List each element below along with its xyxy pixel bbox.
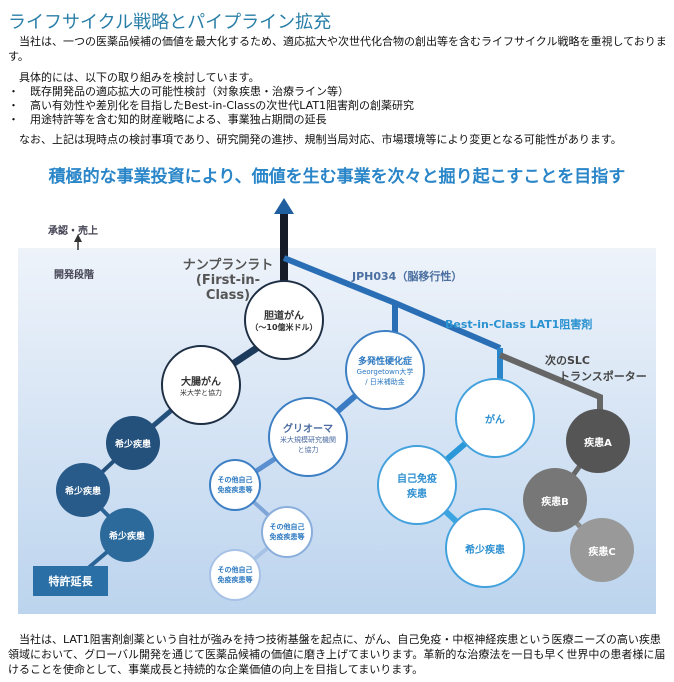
axis-top-label: 承認・売上 bbox=[48, 226, 98, 237]
node-autoimmune: 自己免疫疾患 bbox=[377, 445, 457, 525]
node-rare-disease-best: 希少疾患 bbox=[445, 508, 525, 588]
node-disease-c: 疾患C bbox=[570, 518, 634, 582]
branch-slc-line1: 次のSLC bbox=[545, 354, 591, 367]
node-other-autoimmune: その他自己免疫疾患等 bbox=[261, 506, 313, 558]
node-disease-b: 疾患B bbox=[523, 468, 587, 532]
trunk-arrow-head bbox=[274, 198, 294, 214]
note-text: なお、上記は現時点の検討事項であり、研究開発の進捗、規制当局対応、市場環境等によ… bbox=[8, 133, 622, 146]
branch-main-label: ナンプランラト bbox=[182, 258, 274, 273]
banner-headline: 積極的な事業投資により、価値を生む事業を次々と掘り起こすことを目指す bbox=[48, 167, 626, 187]
axis-arrow-head bbox=[74, 234, 82, 242]
branch-slc-line2: トランスポーター bbox=[559, 370, 647, 383]
node-biliary-cancer: 胆道がん（～10億米ドル） bbox=[244, 280, 324, 360]
closing-text: 当社は、LAT1阻害剤創薬という自社が強みを持つ技術基盤を起点に、がん、自己免疫… bbox=[8, 633, 666, 676]
bullet: ・ 既存開発品の適応拡大の可能性検討（対象疾患・治療ライン等） bbox=[8, 85, 349, 98]
node-other-autoimmune: その他自己免疫疾患等 bbox=[209, 459, 261, 511]
bullet: ・ 高い有効性や差別化を目指したBest-in-Classの次世代LAT1阻害剤… bbox=[8, 99, 415, 112]
slc-line bbox=[498, 352, 603, 410]
axis-bottom-label: 開発段階 bbox=[54, 270, 94, 281]
branch-first-in-class: ナンプランラト (First-in-Class) bbox=[178, 254, 278, 303]
node-other-autoimmune: その他自己免疫疾患等 bbox=[209, 549, 261, 601]
node-rare-disease: 希少疾患 bbox=[100, 508, 154, 562]
branch-main-sub: (First-in-Class) bbox=[195, 273, 261, 303]
node-cancer: がん bbox=[455, 378, 535, 458]
node-colorectal-cancer: 大腸がん米大学と協力 bbox=[161, 345, 241, 425]
branch-best-label: Best-in-Class LAT1阻害剤 bbox=[445, 318, 593, 331]
node-disease-a: 疾患A bbox=[566, 409, 630, 473]
node-rare-disease: 希少疾患 bbox=[56, 463, 110, 517]
intro-text: 当社は、一つの医薬品候補の価値を最大化するため、適応拡大や次世代化合物の創出等を… bbox=[8, 35, 667, 63]
branch-jph-label: JPH034（脳移行性） bbox=[352, 270, 463, 283]
lead-text: 具体的には、以下の取り組みを検討しています。 bbox=[8, 71, 260, 84]
page-title: ライフサイクル戦略とパイプライン拡充 bbox=[8, 12, 332, 33]
bullet: ・ 用途特許等を含む知的財産戦略による、事業独占期間の延長 bbox=[8, 113, 327, 126]
node-glioma: グリオーマ米大規模研究機関と協力 bbox=[268, 397, 348, 477]
patent-extension-box: 特許延長 bbox=[33, 566, 108, 596]
branch-slc-label: 次のSLC トランスポーター bbox=[545, 352, 647, 384]
node-rare-disease: 希少疾患 bbox=[106, 416, 160, 470]
